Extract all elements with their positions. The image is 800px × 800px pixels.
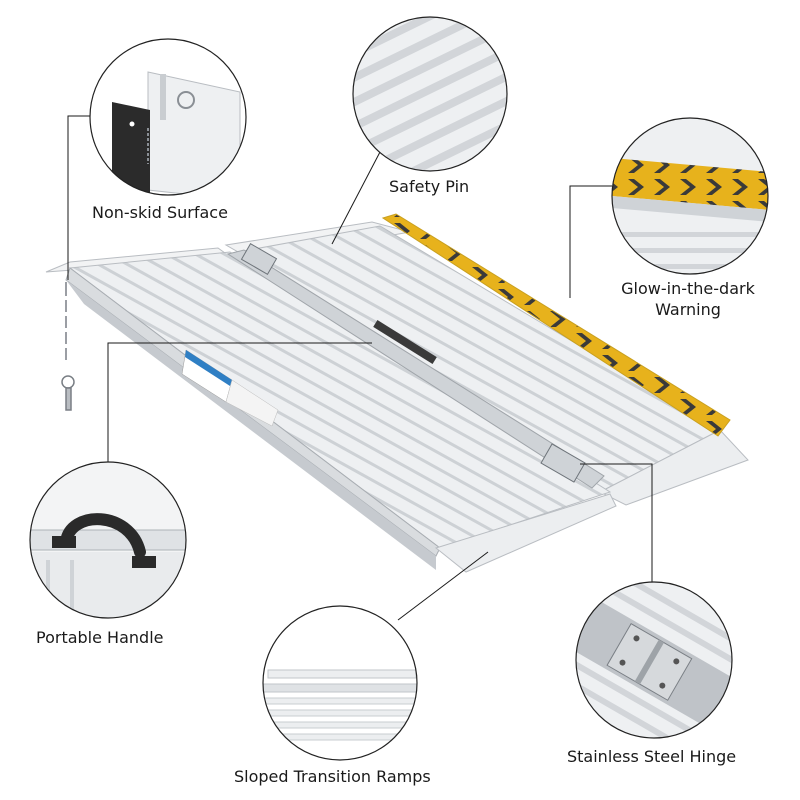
ramp	[45, 213, 749, 573]
detail-circle-glow-warning	[611, 117, 769, 275]
label-glow-warning: Glow-in-the-dark Warning	[612, 278, 764, 320]
label-safety-pin: Safety Pin	[389, 177, 470, 196]
label-stainless-steel-hinge: Stainless Steel Hinge	[567, 747, 737, 766]
detail-circle-hinge	[575, 581, 733, 739]
glow-warning-strip	[381, 213, 731, 437]
detail-circle-surface	[352, 16, 508, 172]
handle-grip	[60, 513, 146, 558]
detail-circle-safety-pin	[89, 38, 247, 196]
label-glow-line1: Glow-in-the-dark	[621, 279, 755, 298]
detail-circle-transition	[262, 605, 418, 761]
label-glow-line2: Warning	[655, 300, 721, 319]
safety-pin-chain	[61, 282, 75, 411]
label-non-skid-surface: Non-skid Surface	[92, 203, 228, 222]
detail-circle-handle	[29, 461, 187, 619]
bottom-transition-plate	[434, 493, 617, 573]
label-portable-handle: Portable Handle	[36, 628, 164, 647]
label-sloped-transition-ramps: Sloped Transition Ramps	[234, 767, 431, 786]
callout-lines	[67, 115, 653, 621]
